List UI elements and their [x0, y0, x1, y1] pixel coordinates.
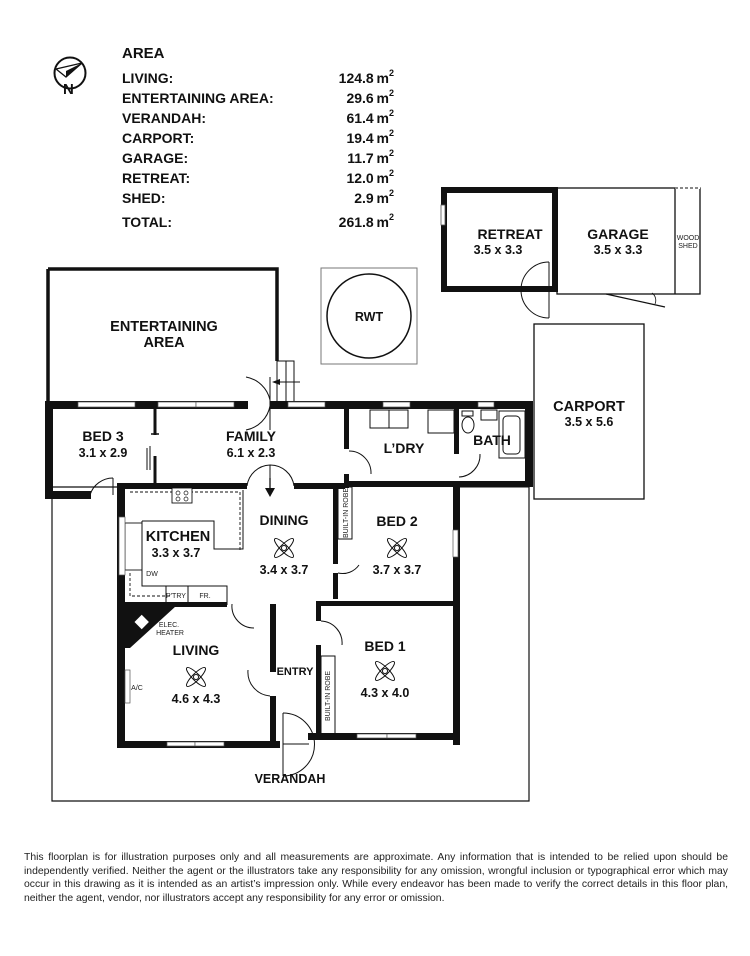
area-row: RETREAT: 12.0 m2 [122, 168, 394, 188]
bed2-size: 3.7 x 3.7 [373, 563, 422, 577]
area-value: 124.8 m2 [338, 68, 394, 86]
garage-size: 3.5 x 3.3 [594, 243, 643, 257]
area-label: LIVING: [122, 70, 174, 86]
area-row: SHED: 2.9 m2 [122, 188, 394, 208]
bed1-name: BED 1 [364, 638, 405, 654]
area-row: ENTERTAINING AREA: 29.6 m2 [122, 88, 394, 108]
garage-walls [556, 187, 701, 295]
elec-heater-label-1: ELEC. [159, 622, 179, 629]
bed1-size: 4.3 x 4.0 [361, 686, 410, 700]
dishwasher-label: DW [146, 571, 158, 578]
area-table: AREA LIVING: 124.8 m2 ENTERTAINING AREA: 29… [122, 44, 394, 232]
carport-name: CARPORT [553, 399, 625, 415]
area-row: GARAGE: 11.7 m2 [122, 148, 394, 168]
retreat-walls [441, 187, 558, 292]
area-value: 61.4 m2 [346, 108, 394, 126]
bed2-name: BED 2 [376, 513, 417, 529]
wood-shed-label-2: SHED [678, 243, 697, 250]
robe-bed1-label: BUILT-IN ROBE [325, 671, 332, 721]
bed3-name: BED 3 [82, 428, 123, 444]
family-name: FAMILY [226, 428, 277, 444]
area-label: CARPORT: [122, 130, 195, 146]
dining-name: DINING [260, 512, 309, 528]
bath-name: BATH [473, 432, 511, 448]
entertaining-label-1: ENTERTAINING [110, 319, 218, 335]
kitchen-name: KITCHEN [146, 529, 210, 545]
rwt-tank [326, 273, 412, 359]
disclaimer-text: This floorplan is for illustration purpo… [24, 852, 728, 904]
elec-heater-label-2: HEATER [156, 630, 184, 637]
area-label: SHED: [122, 190, 166, 206]
entry-label: ENTRY [277, 666, 315, 678]
area-row-total: TOTAL: 261.8 m2 [122, 212, 394, 232]
carport-size: 3.5 x 5.6 [565, 415, 614, 429]
living-size: 4.6 x 4.3 [172, 692, 221, 706]
pantry-label: P'TRY [166, 593, 186, 600]
carport-outline [533, 323, 645, 500]
area-value: 29.6 m2 [346, 88, 394, 106]
compass-icon [53, 56, 87, 90]
area-value: 2.9 m2 [354, 188, 394, 206]
entertaining-label-2: AREA [143, 335, 185, 351]
ceiling-fan-icon [386, 537, 408, 559]
area-title: AREA [122, 45, 165, 62]
dining-size: 3.4 x 3.7 [260, 563, 309, 577]
area-label: GARAGE: [122, 150, 189, 166]
entertaining-area-outline [46, 267, 279, 404]
area-row: CARPORT: 19.4 m2 [122, 128, 394, 148]
laundry-name: L’DRY [384, 440, 425, 456]
ceiling-fan-icon [185, 666, 207, 688]
verandah-outline [51, 486, 530, 802]
area-total-label: TOTAL: [122, 214, 173, 230]
north-label: N [63, 81, 74, 98]
ceiling-fan-icon [374, 660, 396, 682]
area-label: RETREAT: [122, 170, 191, 186]
bed3-size: 3.1 x 2.9 [79, 446, 128, 460]
area-label: ENTERTAINING AREA: [122, 90, 274, 106]
kitchen-size: 3.3 x 3.7 [152, 546, 201, 560]
verandah-label: VERANDAH [255, 772, 326, 786]
retreat-size: 3.5 x 3.3 [474, 243, 523, 257]
ceiling-fan-icon [273, 537, 295, 559]
garage-name: GARAGE [587, 226, 648, 242]
area-row: VERANDAH: 61.4 m2 [122, 108, 394, 128]
robe-dining-label: BUILT-IN ROBE [343, 488, 350, 538]
family-size: 6.1 x 2.3 [227, 446, 276, 460]
area-value: 19.4 m2 [346, 128, 394, 146]
retreat-name: RETREAT [477, 226, 543, 242]
rwt-pad [320, 267, 418, 365]
area-value: 12.0 m2 [346, 168, 394, 186]
fridge-label: FR. [199, 593, 210, 600]
living-name: LIVING [173, 642, 220, 658]
wood-shed-label-1: WOOD [677, 235, 700, 242]
area-label: VERANDAH: [122, 110, 206, 126]
area-value: 11.7 m2 [347, 148, 394, 166]
area-row: LIVING: 124.8 m2 [122, 68, 394, 88]
ac-label: A/C [131, 685, 143, 692]
area-total-value: 261.8 m2 [338, 212, 394, 230]
rwt-label: RWT [355, 310, 384, 324]
